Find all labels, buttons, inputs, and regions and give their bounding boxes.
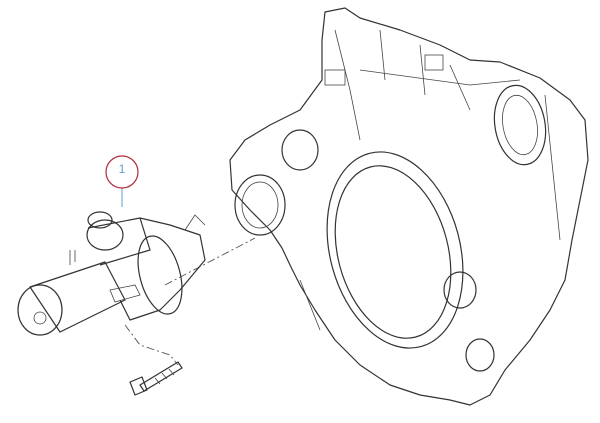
alignment-line	[164, 237, 256, 286]
starter-motor	[17, 211, 206, 336]
flywheel-housing	[229, 7, 589, 406]
callout-circle	[105, 155, 139, 189]
alignment-line	[124, 324, 179, 366]
mounting-bolt	[129, 361, 183, 396]
callout-number[interactable]: 1	[118, 162, 126, 176]
